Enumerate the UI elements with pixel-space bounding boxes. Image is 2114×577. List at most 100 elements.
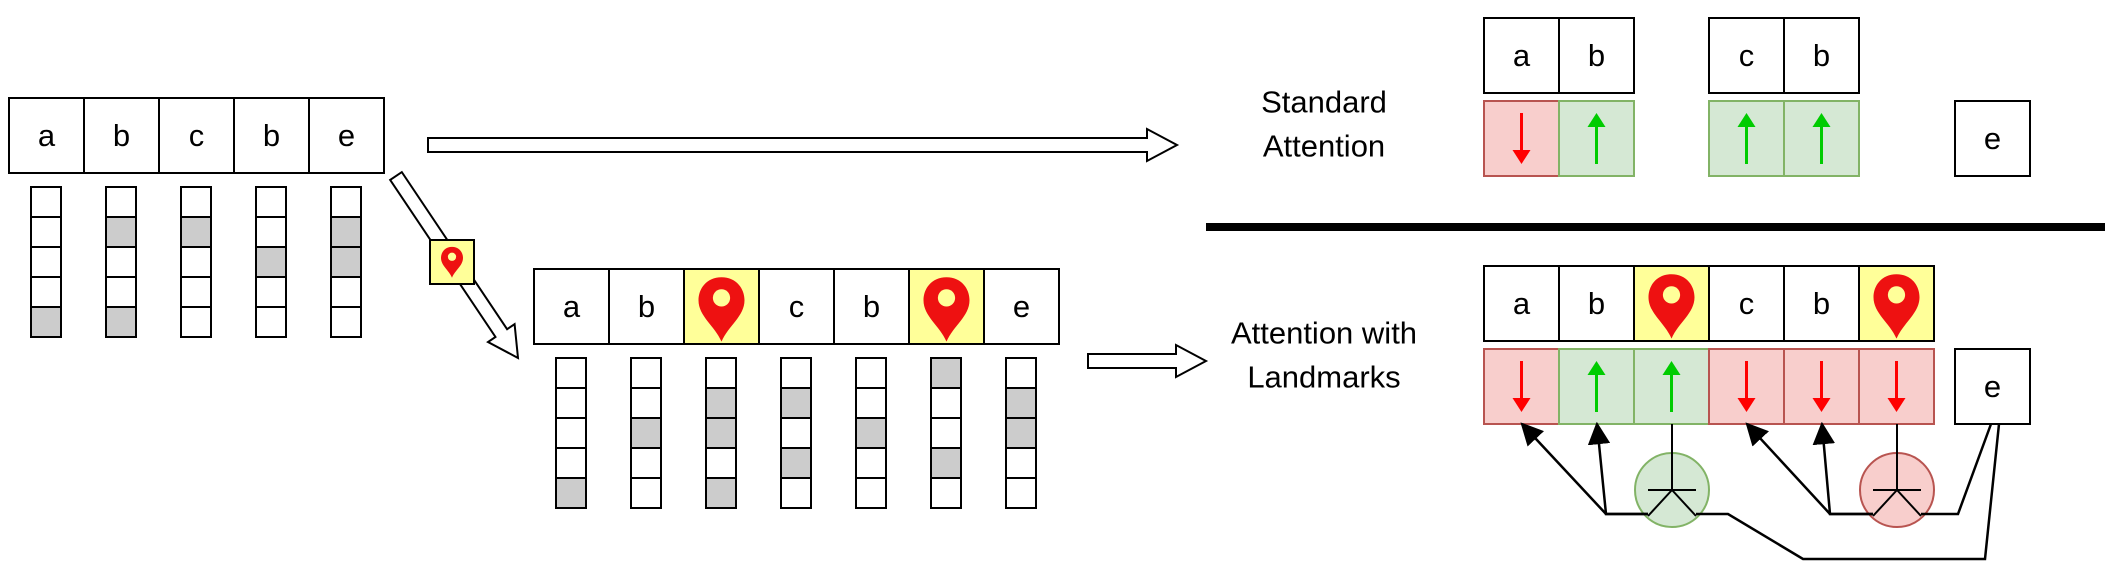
vector-cell: [705, 387, 737, 419]
vector-cell: [930, 417, 962, 449]
vector-cell: [30, 246, 62, 278]
vector-cell: [555, 387, 587, 419]
input-vector-0: [30, 186, 62, 338]
landmark-pin-icon: [698, 277, 745, 342]
vector-cell: [705, 417, 737, 449]
gate-red-arrow-c: [1745, 422, 1873, 516]
standard-block1-token-0-label: a: [1513, 38, 1531, 73]
standard-block2-attn-0-arrow-icon: [1737, 113, 1756, 164]
la-attn-1-arrow-icon: [1587, 361, 1606, 412]
landmark-seq-vector-3: [780, 357, 812, 509]
query-to-red-gate: [1921, 423, 1993, 516]
vector-cell: [930, 477, 962, 509]
vector-cell: [705, 447, 737, 479]
vector-cell: [555, 357, 587, 389]
input-vector-3: [255, 186, 287, 338]
vector-cell: [255, 276, 287, 308]
input-vector-2: [180, 186, 212, 338]
vector-cell: [255, 306, 287, 338]
vector-cell: [855, 447, 887, 479]
landmark-gate-red: [1859, 452, 1935, 528]
landmark-seq-token-1-label: b: [638, 289, 655, 324]
landmark-marker-hole: [937, 289, 956, 307]
vector-cell: [630, 477, 662, 509]
la-token-3-label: c: [1739, 286, 1755, 321]
vector-cell: [930, 357, 962, 389]
input-vector-4: [330, 186, 362, 338]
landmark-seq-vector-0: [555, 357, 587, 509]
la-attn-0-arrow-icon: [1512, 361, 1531, 412]
landmark-attention-label-line-0: Attention with: [1231, 316, 1417, 351]
la-token-1-label: b: [1588, 286, 1605, 321]
vector-cell: [255, 246, 287, 278]
la-attn-4-arrow-icon: [1812, 361, 1831, 412]
input-vector-1: [105, 186, 137, 338]
input-token-1: [83, 97, 160, 174]
landmark-attention-label-line-1: Landmarks: [1247, 360, 1400, 395]
landmark-marker-hole: [1887, 286, 1906, 304]
vector-cell: [1005, 387, 1037, 419]
vector-cell: [105, 306, 137, 338]
standard-query-token: [1954, 100, 2031, 177]
vector-cell: [930, 387, 962, 419]
vector-cell: [255, 216, 287, 248]
standard-block2-token-0: [1708, 17, 1785, 94]
la-attn-2-arrow-icon: [1662, 361, 1681, 412]
vector-cell: [780, 477, 812, 509]
vector-cell: [855, 417, 887, 449]
arrow-to-landmark-attention: [1087, 343, 1209, 379]
landmark-seq-token-3-label: c: [789, 289, 805, 324]
vector-cell: [105, 216, 137, 248]
vector-cell: [630, 357, 662, 389]
landmark-seq-vector-4: [855, 357, 887, 509]
la-token-4-label: b: [1813, 286, 1830, 321]
input-token-0-label: a: [38, 118, 56, 153]
input-token-4-label: e: [338, 118, 355, 153]
landmark-pin-icon: [1873, 274, 1920, 339]
vector-cell: [30, 186, 62, 218]
landmark-marker-body: [1873, 274, 1920, 339]
landmark-seq-token-1: [608, 268, 685, 345]
input-token-0: [8, 97, 85, 174]
landmark-marker-hole: [447, 252, 457, 261]
landmark-seq-vector-2: [705, 357, 737, 509]
standard-block1-attn-0-arrow-icon: [1512, 113, 1531, 164]
landmark-marker-hole: [712, 289, 731, 307]
vector-cell: [630, 417, 662, 449]
vector-cell: [780, 387, 812, 419]
vector-cell: [105, 276, 137, 308]
vector-cell: [330, 216, 362, 248]
vector-cell: [1005, 357, 1037, 389]
landmark-seq-vector-6: [1005, 357, 1037, 509]
vector-cell: [180, 216, 212, 248]
vector-cell: [630, 447, 662, 479]
vector-cell: [1005, 447, 1037, 479]
standard-block1-attn-1-arrow-icon: [1587, 113, 1606, 164]
landmark-seq-vector-1: [630, 357, 662, 509]
standard-block2-token-0-label: c: [1739, 38, 1755, 73]
la-token-1: [1558, 265, 1635, 342]
vector-cell: [1005, 417, 1037, 449]
input-token-1-label: b: [113, 118, 130, 153]
landmark-pin-icon: [1648, 274, 1695, 339]
landmark-marker-body: [698, 277, 745, 342]
la-token-0: [1483, 265, 1560, 342]
vector-cell: [180, 246, 212, 278]
vector-cell: [180, 306, 212, 338]
landmark-seq-token-0: [533, 268, 610, 345]
vector-cell: [330, 246, 362, 278]
standard-attention-label-line-0: Standard: [1261, 85, 1387, 120]
vector-cell: [180, 276, 212, 308]
vector-cell: [930, 447, 962, 479]
landmark-seq-token-6-label: e: [1013, 289, 1030, 324]
landmark-marker-body: [441, 246, 463, 278]
vector-cell: [705, 477, 737, 509]
gate-red-arrow-b: [1812, 421, 1873, 516]
landmark-seq-token-4: [833, 268, 910, 345]
vector-cell: [1005, 477, 1037, 509]
vector-cell: [30, 306, 62, 338]
gate-green-arrow-a: [1520, 422, 1648, 516]
standard-query-token-label: e: [1984, 121, 2001, 156]
input-token-3-label: b: [263, 118, 280, 153]
